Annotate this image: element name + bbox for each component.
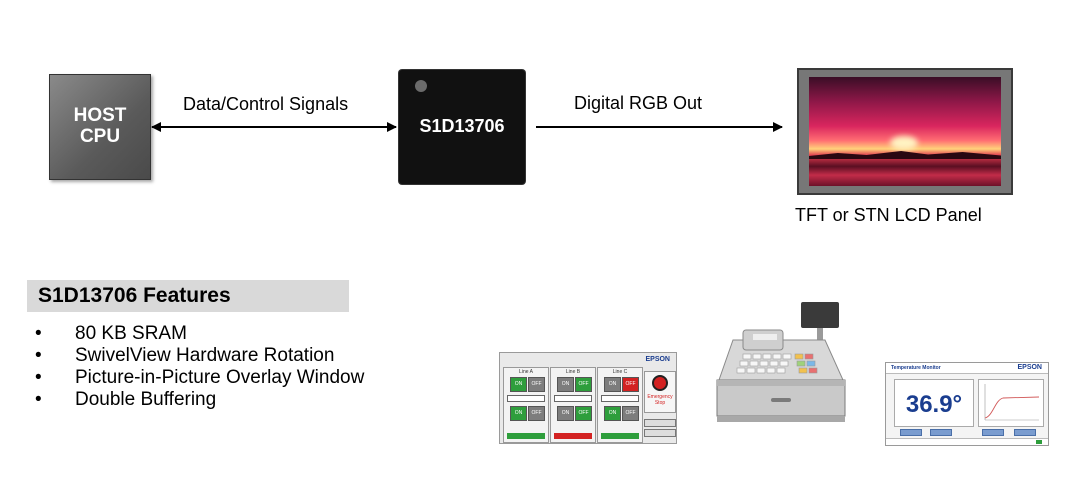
feature-item: Picture-in-Picture Overlay Window (35, 367, 364, 389)
monitor-title: Temperature Monitor (891, 365, 941, 371)
on-button: ON (510, 406, 527, 421)
host-cpu-box: HOST CPU (49, 74, 151, 180)
panel-label: TFT or STN LCD Panel (795, 205, 982, 225)
features-title: S1D13706 Features (38, 284, 231, 307)
temperature-monitor-screenshot: Temperature Monitor EPSON 36.9° (885, 362, 1049, 446)
sunset-screen-image (809, 77, 1001, 186)
temperature-graph (978, 379, 1044, 427)
emergency-stop-icon (652, 375, 668, 391)
on-button: ON (604, 377, 621, 392)
s1d13706-chip: S1D13706 (399, 70, 525, 184)
epson-logo: EPSON (645, 356, 670, 363)
sun-glow (889, 135, 918, 150)
feature-item: 80 KB SRAM (35, 323, 364, 345)
epson-logo: EPSON (1017, 364, 1042, 371)
horizon-hills (809, 150, 1001, 159)
feature-item: Double Buffering (35, 389, 364, 411)
temperature-reading: 36.9° (905, 391, 963, 418)
line-c-panel: Line C ON OFF ON OFF (597, 367, 643, 443)
rgb-out-label: Digital RGB Out (574, 93, 703, 113)
small-button (644, 429, 676, 437)
host-cpu-label: HOST CPU (73, 105, 127, 147)
line-a-panel: Line A ON OFF ON OFF (503, 367, 549, 443)
status-bar (554, 433, 592, 439)
status-footer (886, 438, 1048, 445)
line-control-screenshot: EPSON Line A ON OFF ON OFF Line B ON OFF… (499, 352, 677, 444)
feature-item: SwivelView Hardware Rotation (35, 345, 364, 367)
pin1-marker (415, 80, 427, 92)
data-control-label: Data/Control Signals (183, 94, 349, 114)
small-button (982, 429, 1004, 436)
on-button: ON (557, 377, 574, 392)
small-button (900, 429, 922, 436)
line-a-label: Line A (519, 369, 533, 375)
small-button (930, 429, 952, 436)
line-c-label: Line C (612, 369, 628, 375)
temperature-box: 36.9° (894, 379, 974, 427)
lcd-panel (797, 68, 1013, 195)
features-header: S1D13706 Features (27, 280, 349, 312)
line-b-label: Line B (565, 369, 581, 375)
off-button: OFF (575, 377, 592, 392)
status-bar (507, 433, 545, 439)
off-button: OFF (575, 406, 592, 421)
off-button: OFF (622, 406, 639, 421)
title-bar: Temperature Monitor EPSON (886, 363, 1048, 374)
on-button: ON (510, 377, 527, 392)
cash-register-icon (716, 302, 846, 422)
speed-bar (554, 395, 592, 402)
small-button (1014, 429, 1036, 436)
off-button: OFF (528, 406, 545, 421)
on-button: ON (557, 406, 574, 421)
off-button: OFF (622, 377, 639, 392)
speed-bar (507, 395, 545, 402)
chip-label: S1D13706 (419, 116, 505, 136)
line-b-panel: Line B ON OFF ON OFF (550, 367, 596, 443)
on-button: ON (604, 406, 621, 421)
status-bar (601, 433, 639, 439)
emergency-stop-label: Emergency Stop (647, 394, 673, 406)
small-button (644, 419, 676, 427)
features-list: 80 KB SRAM SwivelView Hardware Rotation … (35, 323, 364, 411)
emergency-stop-panel: Emergency Stop (644, 371, 676, 413)
off-button: OFF (528, 377, 545, 392)
speed-bar (601, 395, 639, 402)
status-indicator (1036, 440, 1042, 444)
